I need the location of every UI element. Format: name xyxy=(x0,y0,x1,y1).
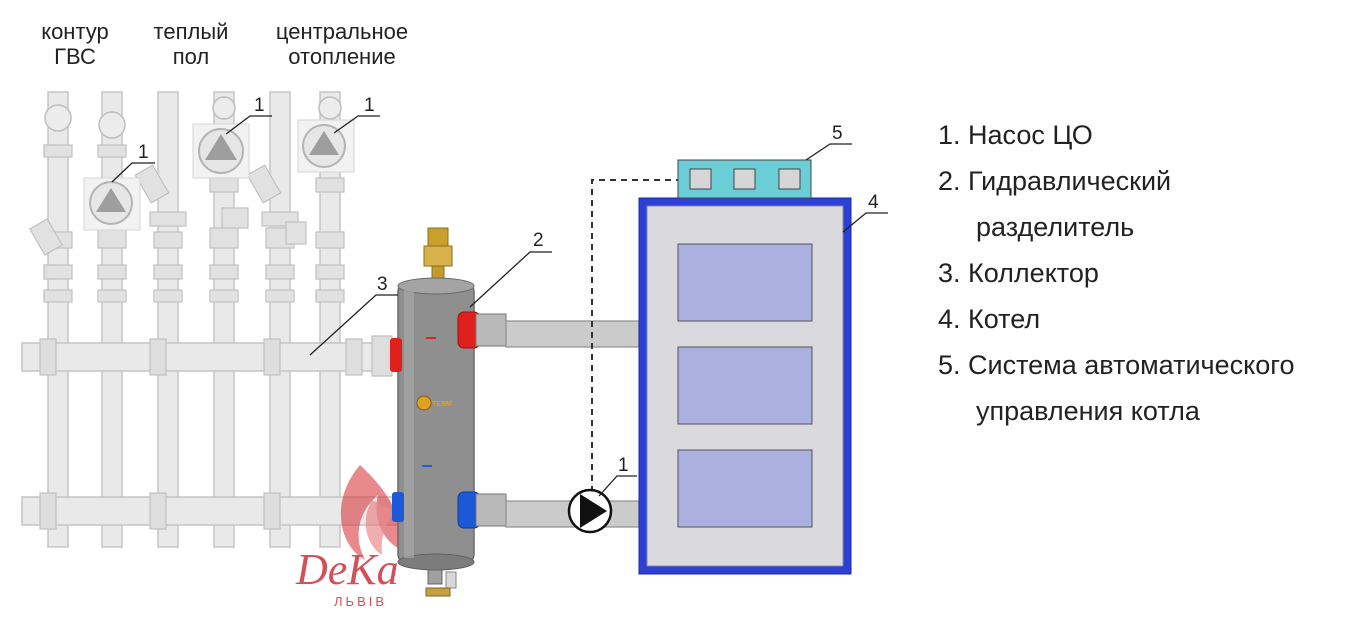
pump-right-icon xyxy=(297,119,355,173)
legend-item-separator: 2. Гидравлический xyxy=(938,166,1172,196)
boiler xyxy=(638,197,852,575)
pressure-gauges xyxy=(44,96,342,139)
legend-item-collector: 3. Коллектор xyxy=(938,258,1099,288)
circuit-label-dhw-line1: контур xyxy=(41,19,109,44)
circuit-label-dhw-line2: ГВС xyxy=(54,44,96,69)
callout-control: 5 xyxy=(832,123,843,144)
watermark-logo: DeKa ЛЬВІВ xyxy=(295,465,400,609)
watermark-city: ЛЬВІВ xyxy=(334,594,387,609)
boiler-window-bottom xyxy=(677,449,813,528)
legend-item-control: 5. Система автоматического xyxy=(938,350,1295,380)
callout-pump-left: 1 xyxy=(138,142,149,163)
callout-separator: 2 xyxy=(533,230,544,251)
riser-fittings xyxy=(29,144,345,303)
callout-pump-right: 1 xyxy=(364,95,375,116)
callout-leaders xyxy=(111,115,888,497)
callout-pump-mid: 1 xyxy=(254,95,265,116)
circuit-label-floor-line1: теплый xyxy=(154,19,229,44)
legend-item-pump: 1. Насос ЦО xyxy=(938,120,1093,150)
legend-item-boiler: 4. Котел xyxy=(938,304,1041,334)
control-indicator-3 xyxy=(778,168,801,190)
legend-item-control-cont: управления котла xyxy=(976,396,1200,426)
control-panel xyxy=(677,159,812,199)
circuit-label-central-line2: отопление xyxy=(288,44,395,69)
separator-label: TERM xyxy=(432,401,452,408)
boiler-window-middle xyxy=(677,346,813,425)
boiler-window-top xyxy=(677,243,813,322)
hydraulic-separator: TERM xyxy=(390,227,507,597)
control-indicator-2 xyxy=(733,168,756,190)
legend: 1. Насос ЦО 2. Гидравлический разделител… xyxy=(938,112,1348,434)
control-indicator-1 xyxy=(689,168,712,190)
pump-left-icon xyxy=(83,177,141,231)
callout-collector: 3 xyxy=(377,274,388,295)
control-signal-line xyxy=(591,179,678,492)
collector-supply-pipe xyxy=(21,342,395,372)
supply-pipe-to-boiler xyxy=(505,320,640,348)
pump-mid-icon xyxy=(192,123,250,179)
boiler-pump-icon xyxy=(567,488,613,534)
callout-pump-boiler: 1 xyxy=(618,455,629,476)
collector-flanges xyxy=(39,335,393,530)
legend-item-separator-cont: разделитель xyxy=(976,212,1135,242)
callout-boiler: 4 xyxy=(868,192,879,213)
circuit-label-floor-line2: пол xyxy=(173,44,210,69)
watermark-brand: DeKa xyxy=(295,545,399,594)
circuit-label-central-line1: центральное xyxy=(276,19,408,44)
